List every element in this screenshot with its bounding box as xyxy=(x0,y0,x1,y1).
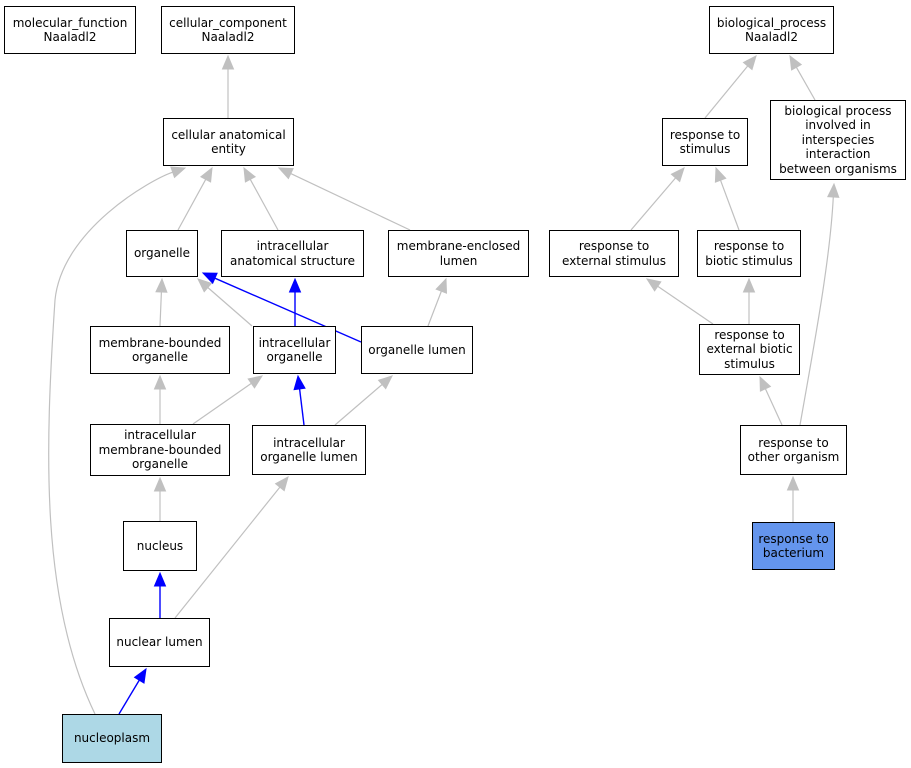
edge-organelle-to-cellular-anatomical-entity xyxy=(177,179,207,231)
arrowhead-organelle-lumen xyxy=(377,375,393,390)
arrowhead-biological-process xyxy=(742,55,757,71)
arrowhead-response-to-external-stimulus xyxy=(645,278,662,292)
edge-response-to-stimulus-to-biological-process xyxy=(704,65,749,119)
node-intracellular-organelle[interactable]: membrane-bounded organelleintracellular … xyxy=(253,326,336,374)
arrowhead-response-to-external-biotic-stimulus xyxy=(759,375,772,392)
node-nucleus[interactable]: nucleus xyxy=(123,521,197,571)
node-response-to-other-organism[interactable]: response to other organism xyxy=(740,425,847,475)
arrowhead-cellular-anatomical-entity xyxy=(199,166,213,183)
arrowhead-bp-interspecies xyxy=(827,182,840,198)
edge-bp-interspecies-to-biological-process xyxy=(795,67,816,101)
edge-membrane-enclosed-lumen-to-cellular-anatomical-entity xyxy=(290,173,411,231)
node-response-to-external-stimulus[interactable]: response to external stimulus xyxy=(549,230,679,277)
node-intracellular-membrane-bounded-organelle[interactable]: intracellular membrane-bounded organelle xyxy=(90,424,230,476)
edge-response-to-other-organism-to-bp-interspecies xyxy=(799,196,834,426)
node-nuclear-lumen[interactable]: nuclear lumen xyxy=(109,618,210,667)
arrowhead-organelle xyxy=(201,272,218,285)
arrowhead-cellular-anatomical-entity xyxy=(277,167,294,180)
node-nucleoplasm[interactable]: nucleoplasm xyxy=(62,714,162,763)
arrowhead-membrane-bounded-organelle xyxy=(153,374,167,390)
node-bp-interspecies-interaction[interactable]: biological process involved in interspec… xyxy=(770,100,906,180)
node-response-to-bacterium[interactable]: response to bacterium xyxy=(752,522,835,570)
node-molecular-function[interactable]: molecular_function Naaladl2 xyxy=(4,6,136,54)
node-organelle-lumen[interactable]: organelle lumen xyxy=(361,326,473,374)
node-response-to-biotic-stimulus[interactable]: response to biotic stimulus xyxy=(697,230,801,277)
node-intracellular-anatomical-structure[interactable]: intracellular anatomical structure xyxy=(221,230,364,277)
arrowhead-response-to-biotic-stimulus xyxy=(742,277,756,293)
arrowhead-membrane-enclosed-lumen xyxy=(435,277,448,294)
node-biological-process[interactable]: biological_process Naaladl2 xyxy=(709,6,834,54)
arrowhead-intracellular-organelle xyxy=(293,374,306,391)
edge-membrane-bounded-organelle-to-organelle xyxy=(159,291,162,327)
arrowhead-intracellular-organelle-lumen xyxy=(274,476,289,492)
edge-intracellular-organelle-lumen-to-organelle-lumen xyxy=(334,384,383,426)
arrowhead-nucleus xyxy=(153,571,167,587)
edge-nuclear-lumen-to-intracellular-organelle-lumen xyxy=(174,486,281,619)
arrowhead-intracellular-organelle xyxy=(247,375,264,389)
edge-intracellular-membrane-bounded-organelle-to-intracellular-organelle xyxy=(192,382,252,425)
arrowhead-response-to-other-organism xyxy=(786,475,800,491)
node-membrane-enclosed-lumen[interactable]: membrane-enclosed lumen xyxy=(388,230,529,277)
arrowhead-intracellular-membrane-bounded-organelle xyxy=(153,476,167,492)
arrowhead-response-to-stimulus xyxy=(714,166,727,183)
arrowhead-organelle xyxy=(155,277,168,293)
edge-nucleoplasm-to-cellular-anatomical-entity xyxy=(48,171,173,715)
arrowhead-nuclear-lumen xyxy=(133,667,147,684)
arrowhead-organelle xyxy=(197,278,213,293)
node-response-to-external-biotic-stimulus[interactable]: response to external biotic stimulus xyxy=(699,324,800,375)
edge-intracellular-organelle-lumen-to-intracellular-organelle xyxy=(298,388,305,426)
node-organelle[interactable]: organelle xyxy=(126,230,198,277)
edge-response-to-external-stimulus-to-response-to-stimulus xyxy=(630,177,677,231)
node-cellular-anatomical-entity[interactable]: cellular anatomical entity xyxy=(163,118,294,166)
arrowhead-response-to-stimulus xyxy=(670,167,685,183)
node-membrane-bounded-organelle[interactable]: membrane-bounded organelle xyxy=(90,326,230,374)
edge-response-to-biotic-stimulus-to-response-to-stimulus xyxy=(719,179,740,231)
edge-response-to-other-organism-to-response-to-external-biotic-stimulus xyxy=(764,388,783,426)
arrowhead-cellular-anatomical-entity xyxy=(170,166,187,179)
node-intracellular-organelle-lumen[interactable]: intracellular organelle lumen xyxy=(252,425,366,475)
node-response-to-stimulus[interactable]: response to stimulus xyxy=(662,118,748,166)
edge-intracellular-anatomical-structure-to-cellular-anatomical-entity xyxy=(249,179,279,231)
arrowhead-cellular-component xyxy=(221,54,235,70)
arrowhead-intracellular-anatomical-structure xyxy=(288,277,302,293)
edge-organelle-lumen-to-membrane-enclosed-lumen xyxy=(427,290,442,327)
arrowhead-biological-process xyxy=(789,54,803,71)
arrowhead-cellular-anatomical-entity xyxy=(243,166,257,183)
edge-nucleoplasm-to-nuclear-lumen xyxy=(118,679,140,715)
edge-intracellular-organelle-to-organelle xyxy=(207,287,253,327)
edge-response-to-external-biotic-stimulus-to-response-to-external-stimulus xyxy=(657,285,714,325)
node-cellular-component[interactable]: cellular_component Naaladl2 xyxy=(161,6,295,54)
edge-organelle-lumen-to-organelle xyxy=(214,277,362,343)
